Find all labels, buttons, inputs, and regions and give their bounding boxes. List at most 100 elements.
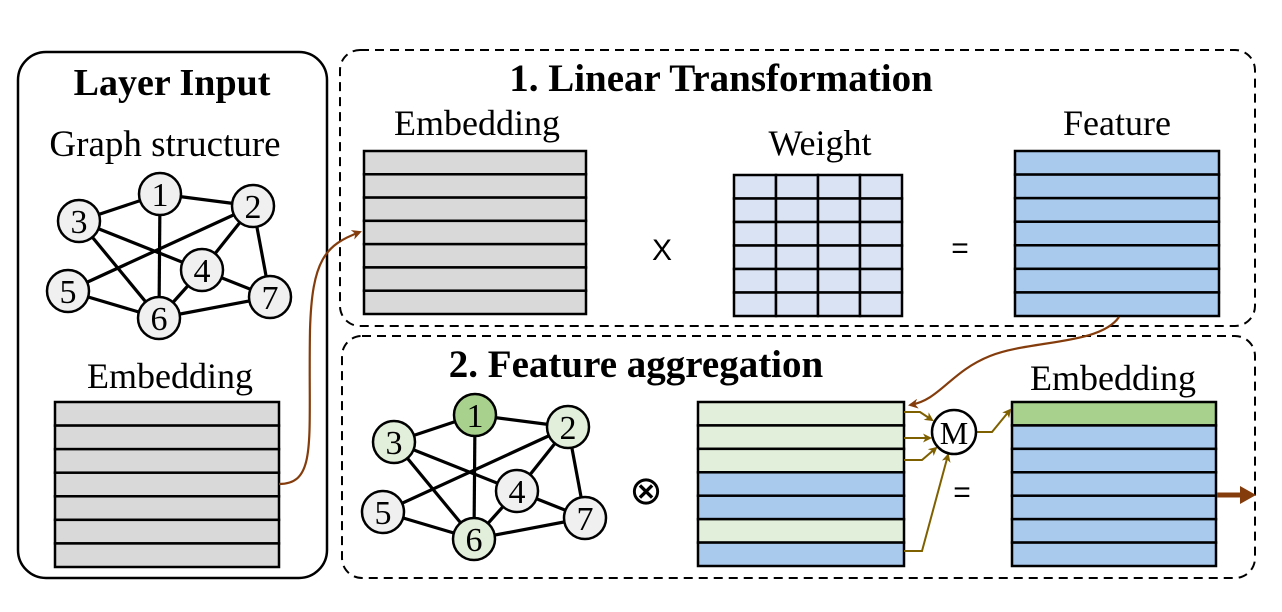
graph-node-label: 2 <box>245 189 262 226</box>
lt-embedding-row <box>362 196 588 223</box>
weight-cell <box>774 173 820 200</box>
weight-cell <box>816 244 862 271</box>
feature-label: Feature <box>1063 103 1171 143</box>
graph-node-label: 3 <box>386 425 403 462</box>
output-embedding-row <box>1010 517 1218 544</box>
tensor-product-symbol: ⊗ <box>629 469 663 513</box>
aggregation-input-row <box>696 447 906 474</box>
graph-node-3: 3 <box>56 198 102 244</box>
graph-node-5: 5 <box>45 268 91 314</box>
lt-embedding-label: Embedding <box>394 103 560 143</box>
fa-equals-symbol: = <box>953 476 971 509</box>
graph-node-label: 4 <box>509 474 526 511</box>
graph-node-7: 7 <box>247 274 293 320</box>
fa-embedding-label: Embedding <box>1030 358 1196 398</box>
input-graph: 1 2 3 4 5 6 7 <box>45 171 293 341</box>
lt-embedding-row <box>362 266 588 292</box>
input-to-lt-arrow <box>278 230 362 486</box>
graph-node-6: 6 <box>451 516 497 562</box>
weight-cell <box>774 267 820 294</box>
graph-edge <box>67 204 254 293</box>
output-embedding-row <box>1010 471 1218 497</box>
graph-node-7: 7 <box>562 495 608 541</box>
lt-equals-symbol: = <box>951 232 969 265</box>
weight-cell <box>732 267 778 294</box>
weight-cell <box>816 197 862 224</box>
aggregation-input-row <box>696 517 906 544</box>
output-embedding-row <box>1010 400 1218 427</box>
feature-aggregation-panel <box>341 335 1256 579</box>
weight-cell <box>816 220 862 247</box>
weight-cell <box>774 220 820 247</box>
aggregator-circle <box>930 408 978 456</box>
graph-node-4: 4 <box>179 247 225 293</box>
lt-embedding-row <box>362 242 588 269</box>
output-embedding-row <box>1010 541 1218 568</box>
aggregation-input-arrow <box>904 453 951 552</box>
input-embedding-row <box>53 400 281 427</box>
input-embedding-row <box>53 495 281 522</box>
weight-matrix <box>732 173 904 318</box>
graph-node-2: 2 <box>230 183 276 229</box>
aggregation-input-arrow <box>904 446 938 461</box>
graph-node-label: 4 <box>194 253 211 290</box>
graph-node-label: 7 <box>577 501 594 538</box>
input-embedding-row <box>53 471 281 498</box>
weight-cell <box>858 291 904 318</box>
feature-row <box>1013 196 1221 223</box>
weight-cell <box>858 197 904 224</box>
linear-transformation-panel <box>339 49 1256 327</box>
graph-node-label: 5 <box>375 495 392 532</box>
graph-node-label: 1 <box>152 177 169 214</box>
lt-embedding-row <box>362 173 588 199</box>
layer-input-panel <box>16 50 329 580</box>
aggregator-label: M <box>940 415 968 451</box>
aggregation-input-row <box>696 471 906 497</box>
weight-cell <box>858 267 904 294</box>
weight-cell <box>732 220 778 247</box>
layer-input-title: Layer Input <box>74 62 271 104</box>
input-embedding-row <box>53 518 281 545</box>
graph-node-1: 1 <box>137 171 183 217</box>
output-embedding-row <box>1010 494 1218 521</box>
graph-node-3: 3 <box>371 419 417 465</box>
multiply-symbol: X <box>652 234 672 267</box>
input-embedding-label: Embedding <box>87 356 253 396</box>
graph-node-5: 5 <box>360 489 406 535</box>
graph-node-label: 1 <box>467 398 484 435</box>
graph-node-label: 3 <box>71 204 88 241</box>
graph-node-6: 6 <box>136 295 182 341</box>
output-arrow-head <box>1240 486 1256 504</box>
input-embedding-row <box>53 424 281 451</box>
aggregation-graph: 1 2 3 4 5 6 7 <box>360 392 608 562</box>
graph-edge <box>382 425 569 514</box>
weight-cell <box>816 173 862 200</box>
graph-node-2: 2 <box>545 404 591 450</box>
feature-matrix <box>1013 149 1221 318</box>
aggregation-arrows <box>904 408 1012 552</box>
graph-node-label: 5 <box>60 274 77 311</box>
feature-row <box>1013 244 1221 271</box>
weight-cell <box>858 220 904 247</box>
weight-cell <box>774 197 820 224</box>
lt-embedding-row <box>362 289 588 316</box>
aggregation-input-arrow <box>904 411 934 422</box>
graph-node-4: 4 <box>494 468 540 514</box>
lt-embedding-row <box>362 149 588 176</box>
feature-row <box>1013 291 1221 318</box>
lt-embedding-row <box>362 219 588 246</box>
input-embedding-row <box>53 542 281 569</box>
feature-aggregation-title: 2. Feature aggregation <box>449 343 824 386</box>
aggregation-input-row <box>696 400 906 427</box>
feature-to-aggregation-arrow <box>908 316 1120 409</box>
weight-cell <box>816 267 862 294</box>
aggregation-output-arrow <box>976 408 1012 433</box>
weight-label: Weight <box>768 123 871 163</box>
input-embedding-row <box>53 447 281 474</box>
aggregation-input-row <box>696 424 906 451</box>
weight-cell <box>816 291 862 318</box>
graph-node-label: 6 <box>151 301 168 338</box>
feature-row <box>1013 220 1221 247</box>
graph-node-label: 2 <box>560 410 577 447</box>
